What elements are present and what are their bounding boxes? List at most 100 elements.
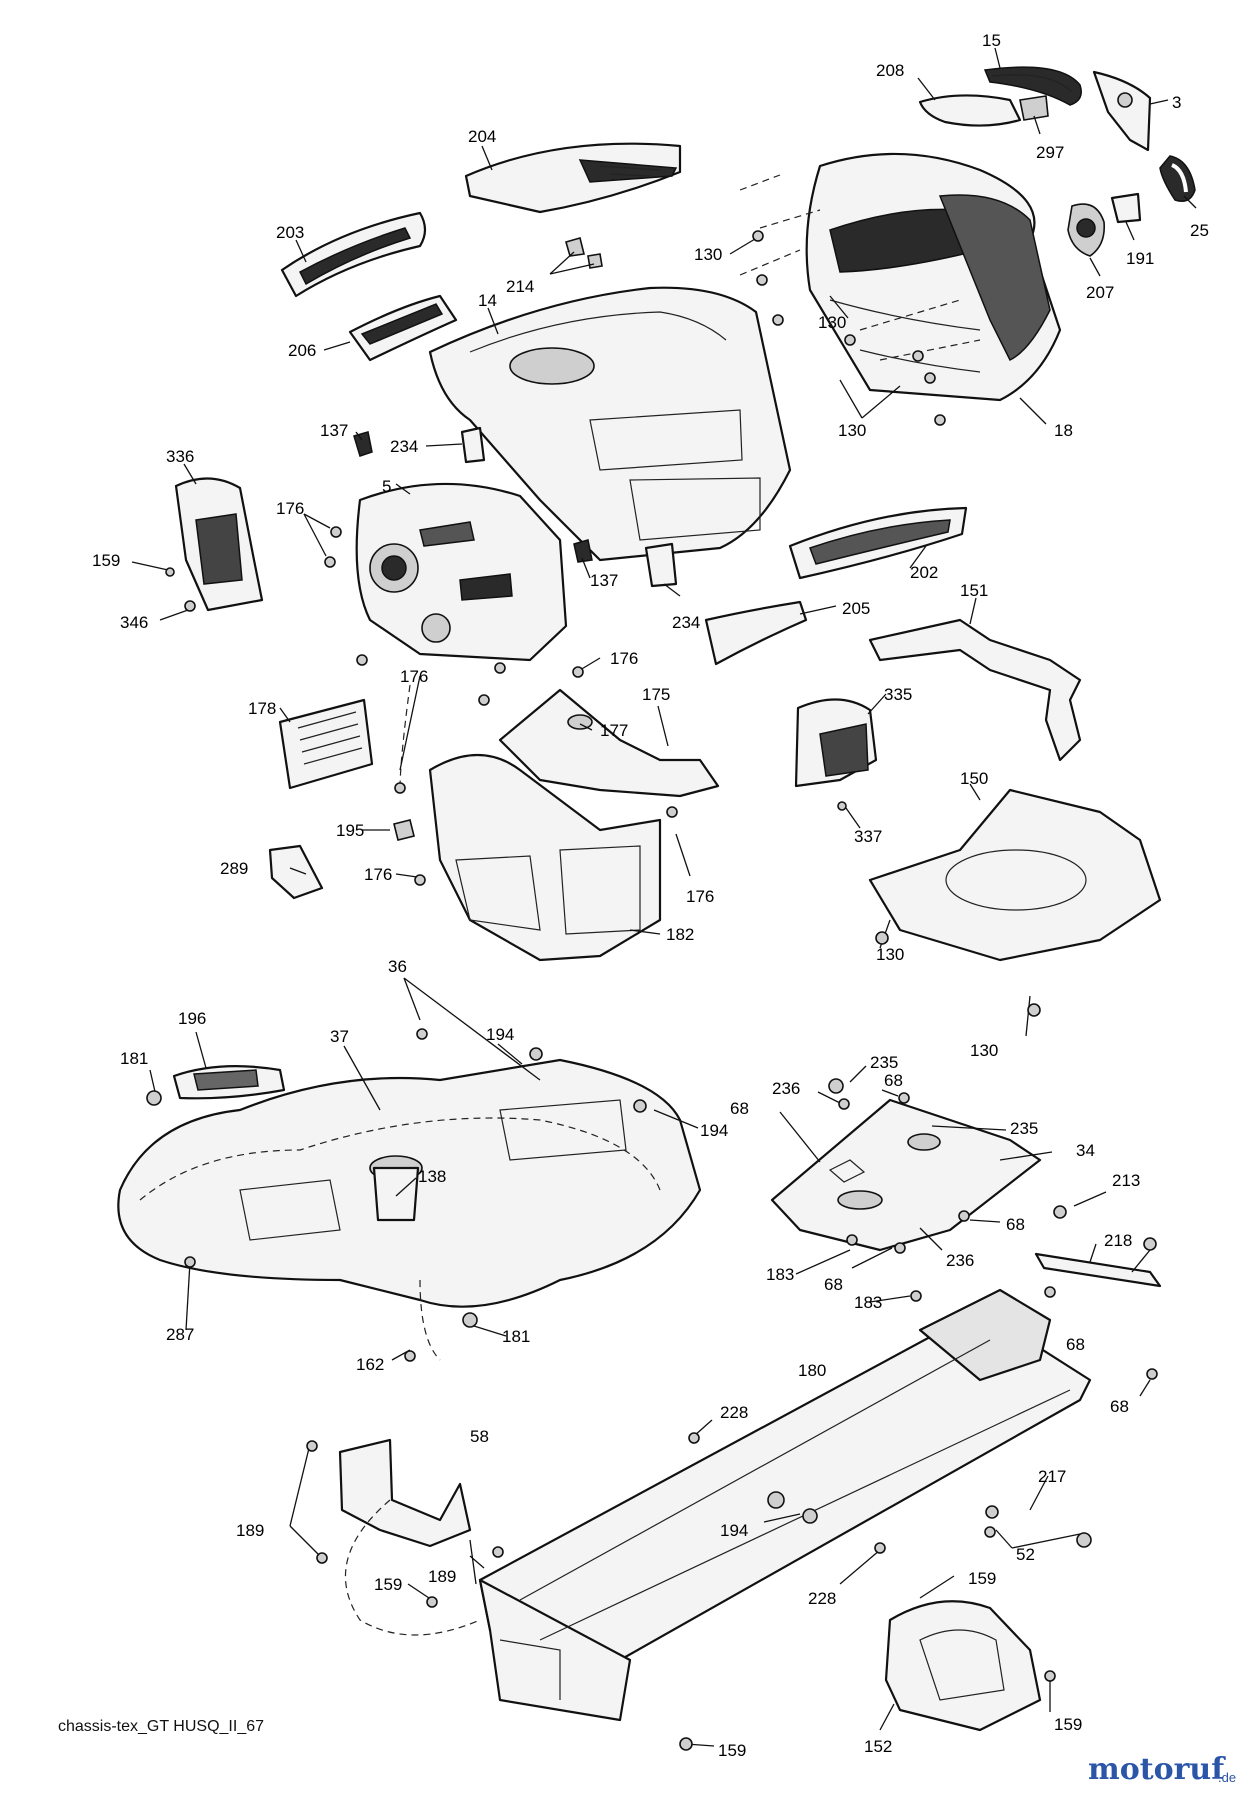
part-5-dash-panel: [355, 482, 568, 662]
callout: 52: [1016, 1545, 1035, 1564]
diagram-name: chassis-tex_GT HUSQ_II_67: [58, 1718, 265, 1735]
callout: 189: [236, 1521, 264, 1540]
brand-watermark: motoruf: [1088, 1752, 1225, 1787]
callout: 130: [970, 1041, 998, 1060]
part-182-lower-dash: [428, 754, 662, 962]
callout: 203: [276, 223, 304, 242]
part-137-clip-b: [573, 539, 593, 563]
callout: 34: [1076, 1141, 1095, 1160]
part-289-bracket: [268, 844, 324, 900]
callout: 18: [1054, 421, 1073, 440]
callout: 180: [798, 1361, 826, 1380]
part-58-bracket: [338, 1438, 472, 1548]
part-195-plug: [393, 819, 415, 841]
callout: 176: [610, 649, 638, 668]
callout: 68: [1006, 1215, 1025, 1234]
callout: 130: [818, 313, 846, 332]
callout: 138: [418, 1167, 446, 1186]
callout: 236: [772, 1079, 800, 1098]
callout: 5: [382, 477, 391, 496]
callout: 337: [854, 827, 882, 846]
callout: 346: [120, 613, 148, 632]
callout: 159: [92, 551, 120, 570]
callout: 159: [968, 1569, 996, 1588]
callout: 159: [1054, 1715, 1082, 1734]
callout: 178: [248, 699, 276, 718]
part-297-clip: [1019, 95, 1049, 121]
callout: 208: [876, 61, 904, 80]
callout: 213: [1112, 1171, 1140, 1190]
callout: 287: [166, 1325, 194, 1344]
callout-labels: 15 208 3 297 204 25 191 207 203 130 214 …: [92, 31, 1209, 1760]
part-178-vent: [278, 698, 374, 790]
callout: 58: [470, 1427, 489, 1446]
callout: 176: [364, 865, 392, 884]
callout: 177: [600, 721, 628, 740]
callout: 189: [428, 1567, 456, 1586]
part-25-gasket: [1159, 155, 1196, 202]
part-151-bracket: [868, 618, 1082, 762]
callout: 183: [766, 1265, 794, 1284]
callout: 207: [1086, 283, 1114, 302]
callout: 137: [590, 571, 618, 590]
callout: 36: [388, 957, 407, 976]
part-204-hood-cover: [464, 142, 682, 214]
callout: 14: [478, 291, 497, 310]
callout: 3: [1172, 93, 1181, 112]
callout: 176: [686, 887, 714, 906]
callout: 235: [870, 1053, 898, 1072]
callout: 289: [220, 859, 248, 878]
callout: 204: [468, 127, 496, 146]
callout: 195: [336, 821, 364, 840]
callout: 194: [486, 1025, 514, 1044]
callout: 217: [1038, 1467, 1066, 1486]
callout: 297: [1036, 143, 1064, 162]
callout: 336: [166, 447, 194, 466]
callout: 151: [960, 581, 988, 600]
part-218-bar: [1034, 1252, 1162, 1288]
callout: 159: [374, 1575, 402, 1594]
callout: 162: [356, 1355, 384, 1374]
part-152-bracket: [884, 1600, 1042, 1732]
callout: 176: [276, 499, 304, 518]
callout: 25: [1190, 221, 1209, 240]
callout: 130: [694, 245, 722, 264]
callout: 335: [884, 685, 912, 704]
part-3-bracket: [1092, 70, 1152, 152]
callout: 214: [506, 277, 534, 296]
callout: 196: [178, 1009, 206, 1028]
callout: 194: [720, 1521, 748, 1540]
callout: 159: [718, 1741, 746, 1760]
callout: 182: [666, 925, 694, 944]
callout: 234: [672, 613, 700, 632]
callout: 234: [390, 437, 418, 456]
callout: 15: [982, 31, 1001, 50]
callout: 228: [720, 1403, 748, 1422]
callout: 235: [1010, 1119, 1038, 1138]
callout: 150: [960, 769, 988, 788]
callout: 68: [884, 1071, 903, 1090]
callout: 236: [946, 1251, 974, 1270]
callout: 218: [1104, 1231, 1132, 1250]
callout: 68: [730, 1099, 749, 1118]
part-205-trim: [704, 600, 808, 666]
fasteners: [146, 230, 1158, 1751]
callout: 181: [120, 1049, 148, 1068]
part-34-mount-plate: [770, 1098, 1042, 1252]
callout: 130: [876, 945, 904, 964]
callout: 176: [400, 667, 428, 686]
part-208-visor: [918, 94, 1022, 127]
part-191-clip: [1110, 192, 1142, 224]
callout: 137: [320, 421, 348, 440]
part-137-clip-a: [353, 431, 373, 457]
callout: 130: [838, 421, 866, 440]
callout: 175: [642, 685, 670, 704]
part-175-bracket: [498, 688, 720, 798]
callout: 183: [854, 1293, 882, 1312]
callout: 181: [502, 1327, 530, 1346]
brand-suffix: .de: [1218, 1770, 1237, 1785]
callout: 202: [910, 563, 938, 582]
callout: 191: [1126, 249, 1154, 268]
part-150-floor-plate: [868, 788, 1162, 962]
